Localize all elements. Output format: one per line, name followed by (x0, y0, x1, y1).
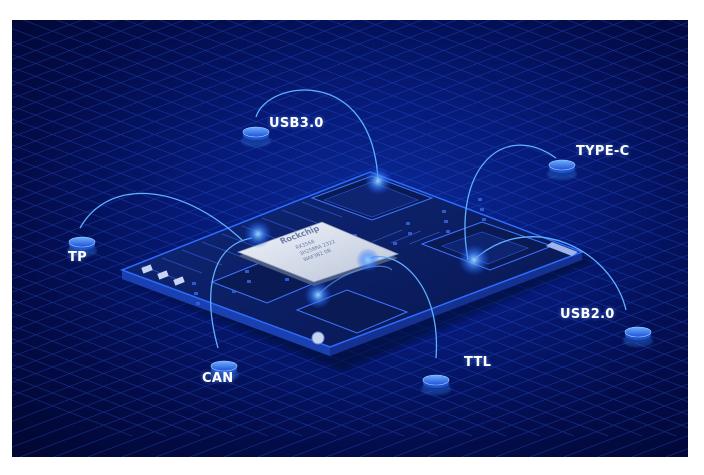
label-tp: TP (68, 250, 87, 265)
connector-discs (67, 126, 653, 395)
label-typec: TYPE-C (576, 144, 630, 159)
board-edge (122, 270, 330, 356)
connection-line-can (210, 237, 253, 349)
chip-model: RK3568 (295, 239, 316, 251)
board-components (141, 175, 578, 345)
product-illustration: Rockchip RK3568 3H2S8RA 2322 WAF3B2 0B (12, 20, 688, 457)
label-usb20: USB2.0 (560, 307, 615, 322)
board-scene: Rockchip RK3568 3H2S8RA 2322 WAF3B2 0B (12, 20, 688, 457)
board-edge-right (330, 252, 582, 356)
connection-line-tp (79, 192, 243, 241)
connection-line-usb20 (475, 236, 627, 311)
glow-nodes (244, 167, 490, 309)
connection-line-typec (464, 144, 557, 261)
label-usb30: USB3.0 (269, 116, 324, 131)
label-can: CAN (202, 371, 234, 386)
connection-line-usb30 (255, 89, 379, 181)
label-ttl: TTL (464, 355, 492, 370)
